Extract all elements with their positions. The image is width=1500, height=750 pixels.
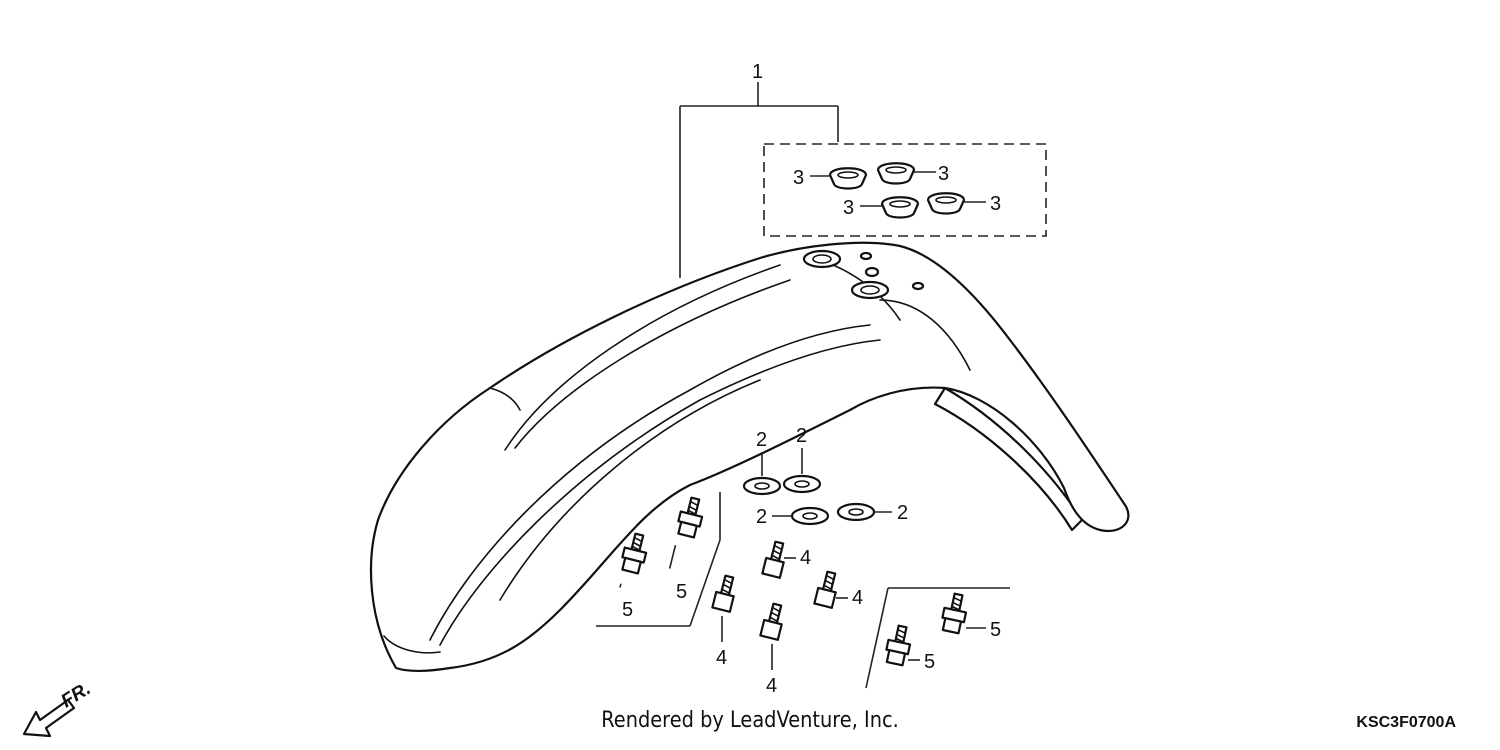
callout-5: 5 [990,619,1001,641]
front-direction-arrow-icon: FR. [22,678,95,738]
washer [836,502,892,522]
grommet [880,196,920,219]
callout-2: 2 [897,502,908,524]
bolt [813,570,837,609]
callout-3: 3 [938,163,949,185]
grommet [926,192,966,215]
callout-4: 4 [800,547,811,569]
callout-5: 5 [924,651,935,673]
callout-4: 4 [852,587,863,609]
callout-1: 1 [752,61,763,83]
assembly-leader [679,82,839,278]
washer [772,506,830,526]
callout-3: 3 [990,193,1001,215]
callout-2: 2 [756,506,767,528]
grommet-group-box [763,143,1047,237]
flange-bolt [885,624,912,667]
callout-4: 4 [716,647,727,669]
washer [742,452,782,496]
washer [782,448,822,494]
flange-bolt [668,496,704,569]
callout-3: 3 [843,197,854,219]
diagram-code: KSC3F0700A [1356,714,1456,731]
callout-3: 3 [793,167,804,189]
grommet-leaders [810,171,986,207]
bolt-group-bracket-right [865,587,1010,689]
callout-5: 5 [676,581,687,603]
bolt [711,574,735,613]
callout-2: 2 [796,425,807,447]
bolt [761,540,785,579]
flange-bolt [619,532,648,588]
grommet [828,167,868,190]
flange-bolt [941,592,968,635]
bolt-group-bracket-left [596,492,721,627]
render-credit: Rendered by LeadVenture, Inc. [601,708,899,733]
bolt [759,602,783,641]
callout-4: 4 [766,675,777,697]
front-fender [369,241,1130,673]
callout-2: 2 [756,429,767,451]
callout-5: 5 [622,599,633,621]
grommet [876,162,916,185]
